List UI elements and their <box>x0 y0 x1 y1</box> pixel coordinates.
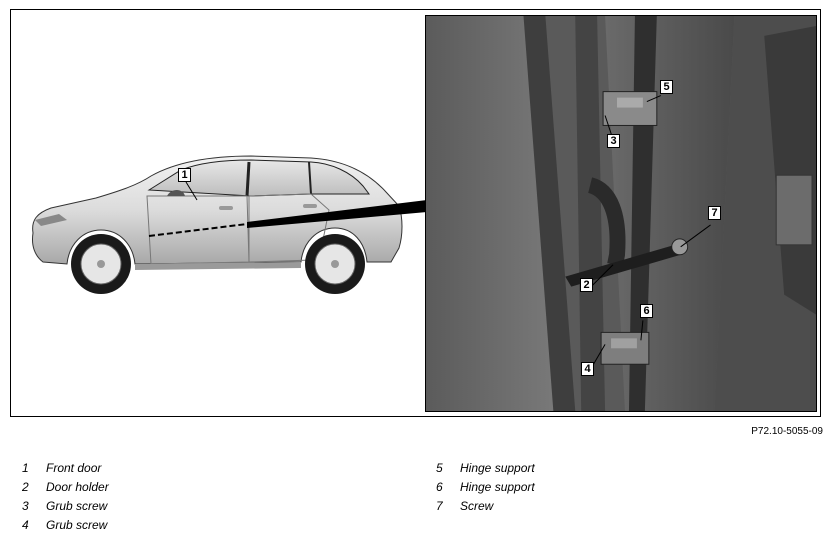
legend-label: Front door <box>46 461 102 475</box>
rear-wheel <box>305 234 365 294</box>
hinge-photo-inset <box>425 15 817 412</box>
callout-4: 4 <box>581 362 594 376</box>
legend-label: Grub screw <box>46 499 108 513</box>
legend-item: 3 Grub screw <box>22 499 109 518</box>
figure-reference-code: P72.10-5055-09 <box>751 426 823 437</box>
front-wheel <box>71 234 131 294</box>
legend-number: 5 <box>436 461 443 475</box>
legend-number: 3 <box>22 499 29 513</box>
legend-number: 7 <box>436 499 443 513</box>
legend-item: 1 Front door <box>22 461 109 480</box>
callout-6: 6 <box>640 304 653 318</box>
callout-5: 5 <box>660 80 673 94</box>
legend-item: 7 Screw <box>436 499 535 518</box>
legend-item: 4 Grub screw <box>22 518 109 537</box>
legend-left-column: 1 Front door 2 Door holder 3 Grub screw … <box>22 461 109 537</box>
leader-wedge <box>247 200 427 228</box>
legend-label: Hinge support <box>460 461 535 475</box>
car-greenhouse <box>147 159 370 197</box>
legend-number: 6 <box>436 480 443 494</box>
callout-3: 3 <box>607 134 620 148</box>
legend-label: Screw <box>460 499 494 513</box>
door-highlight-line <box>148 223 248 237</box>
legend-label: Door holder <box>46 480 109 494</box>
figure-frame: 1 <box>10 9 821 417</box>
legend-number: 1 <box>22 461 29 475</box>
vehicle-side-view <box>32 155 427 294</box>
legend-label: Grub screw <box>46 518 108 532</box>
callout-2: 2 <box>580 278 593 292</box>
callout-7: 7 <box>708 206 721 220</box>
legend-item: 5 Hinge support <box>436 461 535 480</box>
legend-label: Hinge support <box>460 480 535 494</box>
legend-item: 2 Door holder <box>22 480 109 499</box>
legend-number: 4 <box>22 518 29 532</box>
callout-1: 1 <box>178 168 191 182</box>
legend-item: 6 Hinge support <box>436 480 535 499</box>
legend-right-column: 5 Hinge support 6 Hinge support 7 Screw <box>436 461 535 518</box>
legend-number: 2 <box>22 480 29 494</box>
